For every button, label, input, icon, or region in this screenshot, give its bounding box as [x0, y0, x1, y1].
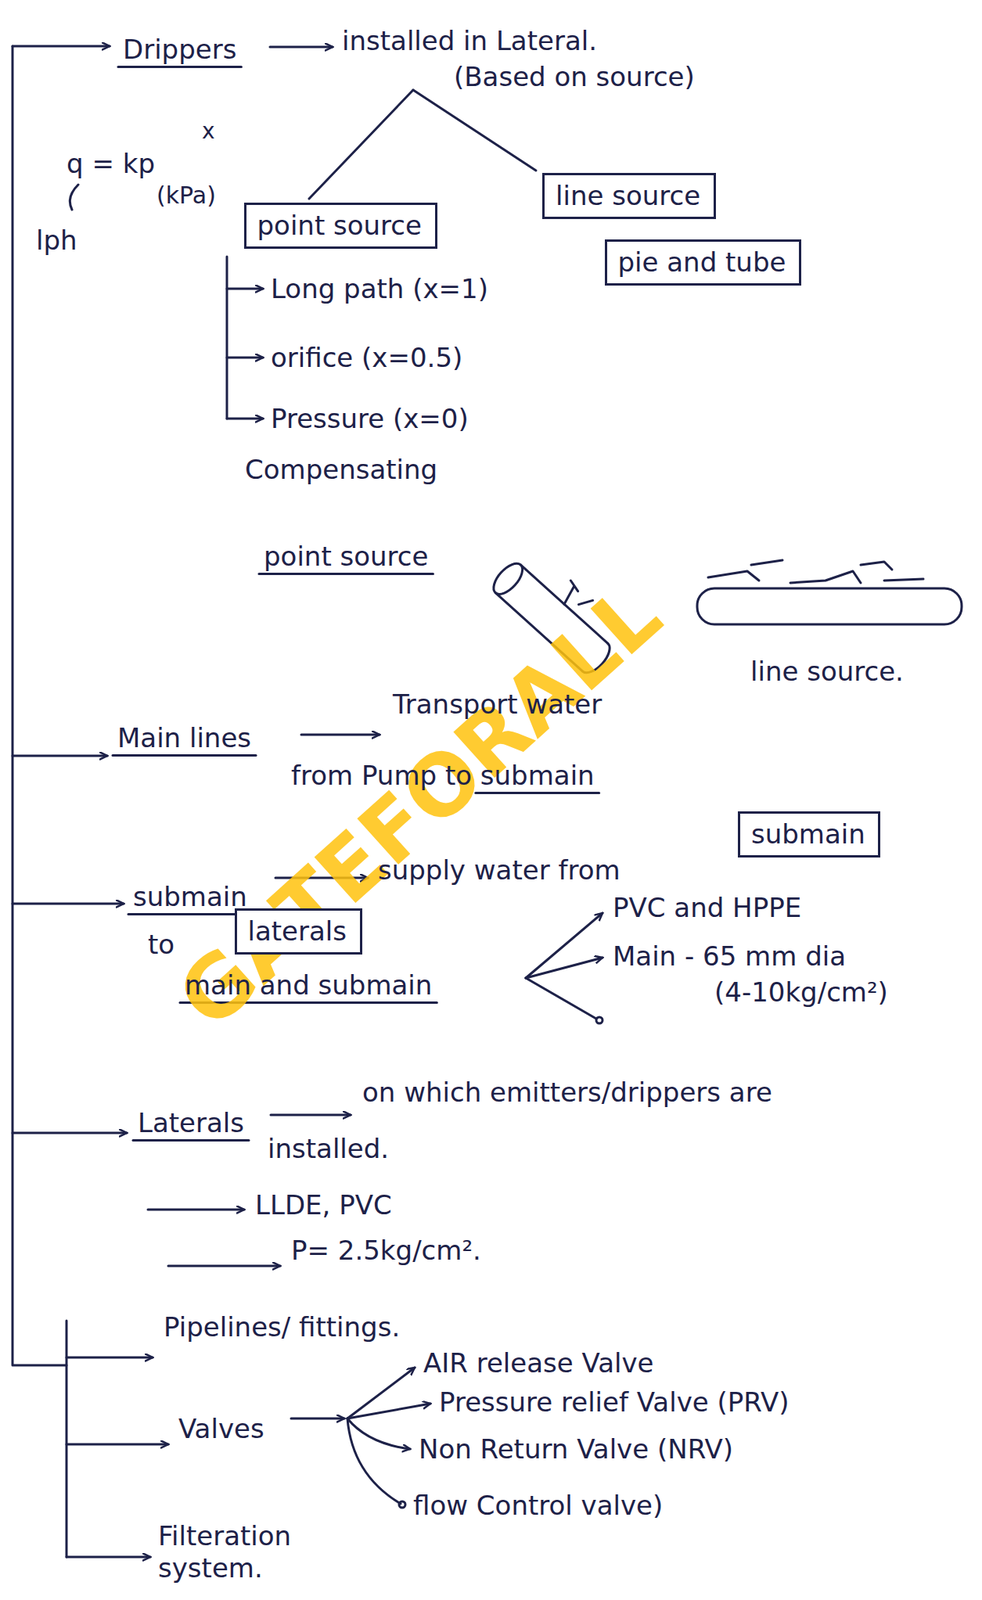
note-text: Transport water: [392, 688, 602, 721]
fork-arrow: [525, 913, 603, 979]
arrow: [269, 46, 333, 49]
boxed-term: submain: [737, 811, 881, 858]
note-text: lph: [35, 224, 78, 257]
note-text: (4-10kg/cm²): [714, 976, 889, 1009]
dot: [596, 1017, 603, 1024]
bracket-mark: [69, 184, 79, 210]
note-text: (Based on source): [453, 61, 695, 94]
note-text: line source.: [750, 655, 904, 688]
branch-arrow: [66, 1443, 169, 1447]
box-text: laterals: [248, 915, 348, 948]
underline: [112, 754, 256, 757]
note-text: from Pump to submain: [291, 759, 595, 792]
branch-arrow: [66, 1356, 153, 1360]
note-text: supply water from: [377, 854, 621, 887]
note-text: x: [201, 118, 216, 145]
note-text: installed in Lateral.: [341, 25, 598, 58]
fan-arrow: [347, 1367, 415, 1419]
boxed-term: pie and tube: [604, 239, 802, 286]
fan-arrow: [347, 1403, 431, 1419]
note-text: on which emitters/drippers are: [362, 1076, 773, 1109]
note-text: Pressure (x=0): [270, 402, 469, 436]
bracket-line: [65, 1320, 69, 1558]
note-text: flow Control valve): [413, 1489, 663, 1522]
branch-arrow: [66, 1556, 151, 1559]
note-text: q = kp: [66, 147, 155, 180]
arrow: [301, 733, 380, 737]
note-text: Filteration system.: [158, 1520, 331, 1585]
note-text: (kPa): [156, 181, 216, 210]
branch-arrow: [12, 755, 108, 758]
note-text: Laterals: [137, 1107, 245, 1140]
fan-arrow: [347, 1418, 401, 1504]
note-text: Main - 65 mm dia: [612, 940, 846, 973]
note-text: submain: [133, 881, 248, 914]
branch-arrow: [226, 356, 263, 360]
note-text: Long path (x=1): [270, 273, 489, 306]
note-text: P= 2.5kg/cm².: [291, 1234, 482, 1267]
note-text: Main lines: [117, 722, 252, 755]
note-text: main and submain: [184, 969, 432, 1002]
tree-line: [309, 89, 414, 199]
arrow: [147, 1208, 245, 1212]
box-text: submain: [751, 818, 866, 851]
arrow: [291, 1417, 345, 1421]
note-text: to: [147, 928, 175, 961]
note-text: Pipelines/ fittings.: [163, 1311, 400, 1344]
fan-arrow: [347, 1418, 411, 1450]
note-text: point source: [263, 540, 429, 573]
note-text: Pressure relief Valve (PRV): [438, 1386, 790, 1419]
underline: [118, 65, 242, 69]
arrow: [270, 1114, 351, 1117]
box-text: pie and tube: [618, 246, 787, 279]
line-source-sketch: [697, 560, 962, 625]
note-text: Drippers: [122, 33, 237, 66]
dot: [399, 1501, 406, 1508]
note-text: orifice (x=0.5): [270, 341, 463, 375]
box-text: point source: [257, 209, 422, 242]
note-text: PVC and HPPE: [612, 892, 802, 925]
box-text: line source: [555, 179, 701, 213]
branch-arrow: [226, 417, 263, 421]
bracket-line: [226, 256, 229, 419]
note-text: AIR release Valve: [423, 1347, 654, 1380]
note-text: installed.: [267, 1133, 389, 1166]
boxed-term: point source: [244, 202, 438, 249]
boxed-term: line source: [542, 172, 716, 220]
tree-line: [413, 89, 536, 171]
underline: [258, 572, 433, 576]
note-text: LLDE, PVC: [255, 1189, 393, 1222]
note-text: Non Return Valve (NRV): [418, 1433, 734, 1466]
branch-arrow: [12, 1132, 127, 1135]
fork-arrow: [525, 978, 597, 1019]
note-text: Valves: [178, 1413, 265, 1446]
note-text: Compensating: [244, 453, 438, 486]
branch-arrow: [12, 45, 110, 48]
arrow: [168, 1265, 281, 1268]
fork-arrow: [525, 957, 603, 979]
underline: [133, 1139, 249, 1142]
boxed-term: laterals: [234, 908, 363, 955]
branch-arrow: [12, 902, 124, 906]
branch-arrow: [226, 287, 263, 291]
